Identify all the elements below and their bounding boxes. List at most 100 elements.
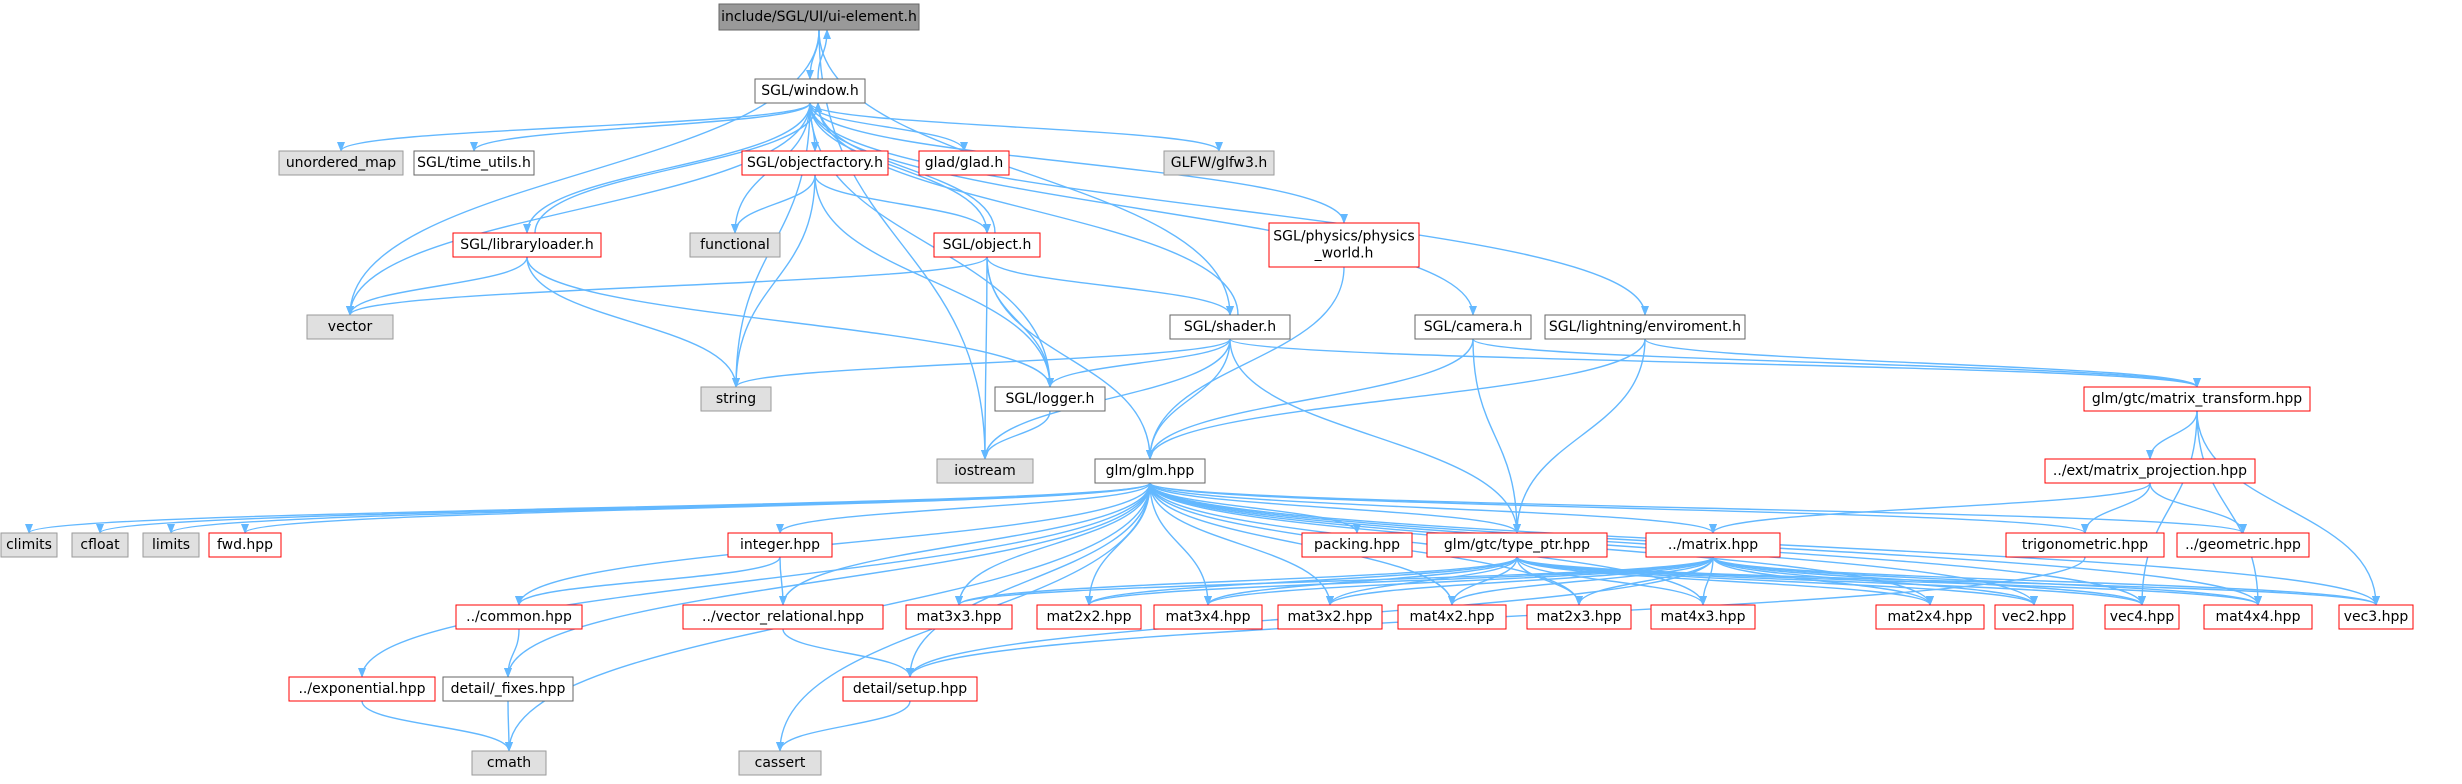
edge-vector_relational-to-setup	[782, 628, 914, 678]
node-mat3x3[interactable]: mat3x3.hpp	[905, 604, 1013, 630]
edge-type_ptr-to-mat3x3	[955, 556, 1518, 606]
node-box-time_utils	[413, 150, 535, 176]
node-physics[interactable]: SGL/physics/physics_world.h	[1268, 222, 1420, 268]
node-type_ptr[interactable]: glm/gtc/type_ptr.hpp	[1426, 532, 1608, 558]
node-label-cfloat: cfloat	[80, 537, 120, 553]
edge-glm-to-climits	[25, 482, 1151, 534]
edge-window-to-time_utils	[470, 102, 811, 152]
edge-matrix_projection-to-geometric	[2149, 482, 2247, 534]
node-cmath[interactable]: cmath	[471, 750, 547, 776]
node-box-mat3x4	[1153, 604, 1263, 630]
node-matrix_projection[interactable]: ../ext/matrix_projection.hpp	[2044, 458, 2256, 484]
node-box-common	[455, 604, 583, 630]
node-fwd[interactable]: fwd.hpp	[208, 532, 282, 558]
node-label-setup: detail/setup.hpp	[853, 681, 967, 697]
node-climits[interactable]: climits	[0, 532, 58, 558]
node-enviroment[interactable]: SGL/lightning/enviroment.h	[1544, 314, 1746, 340]
node-box-glm	[1094, 458, 1206, 484]
node-vector_relational[interactable]: ../vector_relational.hpp	[682, 604, 884, 630]
node-object[interactable]: SGL/object.h	[933, 232, 1041, 258]
edge-glm-to-type_ptr	[1149, 482, 1521, 534]
node-root[interactable]: include/SGL/UI/ui-element.h	[718, 3, 920, 31]
node-label-fixes: detail/_fixes.hpp	[451, 681, 566, 697]
node-matrix_transform[interactable]: glm/gtc/matrix_transform.hpp	[2083, 386, 2311, 412]
node-mat4x2[interactable]: mat4x2.hpp	[1397, 604, 1507, 630]
node-box-glad	[918, 150, 1010, 176]
node-glm[interactable]: glm/glm.hpp	[1094, 458, 1206, 484]
node-mat2x4[interactable]: mat2x4.hpp	[1875, 604, 1985, 630]
node-box-matrix_projection	[2044, 458, 2256, 484]
node-label-mat3x4: mat3x4.hpp	[1166, 609, 1251, 625]
edge-window-to-camera	[809, 102, 1477, 316]
node-libraryloader[interactable]: SGL/libraryloader.h	[452, 232, 602, 258]
node-vector[interactable]: vector	[306, 314, 394, 340]
node-mat4x4[interactable]: mat4x4.hpp	[2203, 604, 2313, 630]
node-box-vector	[306, 314, 394, 340]
node-window[interactable]: SGL/window.h	[754, 78, 866, 104]
node-label-glad: glad/glad.h	[925, 155, 1004, 171]
node-cfloat[interactable]: cfloat	[71, 532, 129, 558]
node-label-integer: integer.hpp	[740, 537, 820, 553]
node-box-functional	[689, 232, 781, 258]
edge-glm-to-setup	[906, 482, 1151, 678]
edge-libraryloader-to-string	[526, 256, 740, 388]
node-common[interactable]: ../common.hpp	[455, 604, 583, 630]
node-iostream[interactable]: iostream	[936, 458, 1034, 484]
node-objectfactory[interactable]: SGL/objectfactory.h	[741, 150, 889, 176]
node-mat2x2[interactable]: mat2x2.hpp	[1036, 604, 1142, 630]
node-unordered_map[interactable]: unordered_map	[278, 150, 404, 176]
node-box-objectfactory	[741, 150, 889, 176]
edge-glm-to-vector_relational	[779, 482, 1151, 606]
node-box-trigonometric	[2005, 532, 2165, 558]
node-mat2x3[interactable]: mat2x3.hpp	[1526, 604, 1632, 630]
node-shader[interactable]: SGL/shader.h	[1169, 314, 1291, 340]
node-label-vec2: vec2.hpp	[2002, 609, 2067, 625]
edge-shader-to-glm	[1146, 338, 1231, 460]
node-matrix[interactable]: ../matrix.hpp	[1645, 532, 1781, 558]
node-box-root	[718, 3, 920, 31]
node-label-vector_relational: ../vector_relational.hpp	[702, 609, 864, 625]
node-box-fixes	[442, 676, 574, 702]
edge-shader-to-iostream	[981, 338, 1231, 460]
node-vec2[interactable]: vec2.hpp	[1994, 604, 2074, 630]
node-string[interactable]: string	[700, 386, 772, 412]
node-limits[interactable]: limits	[142, 532, 200, 558]
node-mat3x2[interactable]: mat3x2.hpp	[1277, 604, 1383, 630]
node-packing[interactable]: packing.hpp	[1301, 532, 1413, 558]
edge-window-to-unordered_map	[337, 102, 811, 152]
node-label-window: SGL/window.h	[761, 83, 858, 99]
node-label-mat4x2: mat4x2.hpp	[1410, 609, 1495, 625]
node-trigonometric[interactable]: trigonometric.hpp	[2005, 532, 2165, 558]
node-mat3x4[interactable]: mat3x4.hpp	[1153, 604, 1263, 630]
node-mat4x3[interactable]: mat4x3.hpp	[1650, 604, 1756, 630]
node-cassert[interactable]: cassert	[738, 750, 822, 776]
node-glfw[interactable]: GLFW/glfw3.h	[1163, 150, 1275, 176]
edge-matrix_projection-to-trigonometric	[2081, 482, 2151, 534]
node-fixes[interactable]: detail/_fixes.hpp	[442, 676, 574, 702]
node-label-mat2x4: mat2x4.hpp	[1888, 609, 1973, 625]
node-label-objectfactory: SGL/objectfactory.h	[747, 155, 883, 171]
edges-layer	[25, 29, 2380, 752]
edge-object-to-iostream	[981, 256, 990, 460]
node-geometric[interactable]: ../geometric.hpp	[2176, 532, 2310, 558]
node-box-mat4x4	[2203, 604, 2313, 630]
node-label-shader: SGL/shader.h	[1184, 319, 1276, 335]
node-vec4[interactable]: vec4.hpp	[2104, 604, 2180, 630]
edge-glm-to-cfloat	[96, 482, 1151, 534]
node-vec3[interactable]: vec3.hpp	[2338, 604, 2414, 630]
edge-enviroment-to-glm	[1146, 338, 1646, 460]
node-functional[interactable]: functional	[689, 232, 781, 258]
node-setup[interactable]: detail/setup.hpp	[842, 676, 978, 702]
node-label-mat4x4: mat4x4.hpp	[2216, 609, 2301, 625]
node-exponential[interactable]: ../exponential.hpp	[288, 676, 436, 702]
edge-objectfactory-to-object	[814, 174, 991, 234]
edge-type_ptr-to-mat3x4	[1204, 556, 1518, 606]
node-label-matrix_transform: glm/gtc/matrix_transform.hpp	[2092, 391, 2302, 407]
edge-glm-to-mat2x2	[1085, 482, 1151, 606]
node-logger[interactable]: SGL/logger.h	[994, 386, 1106, 412]
node-integer[interactable]: integer.hpp	[727, 532, 833, 558]
node-time_utils[interactable]: SGL/time_utils.h	[413, 150, 535, 176]
node-camera[interactable]: SGL/camera.h	[1414, 314, 1532, 340]
node-label-enviroment: SGL/lightning/enviroment.h	[1549, 319, 1741, 335]
node-glad[interactable]: glad/glad.h	[918, 150, 1010, 176]
